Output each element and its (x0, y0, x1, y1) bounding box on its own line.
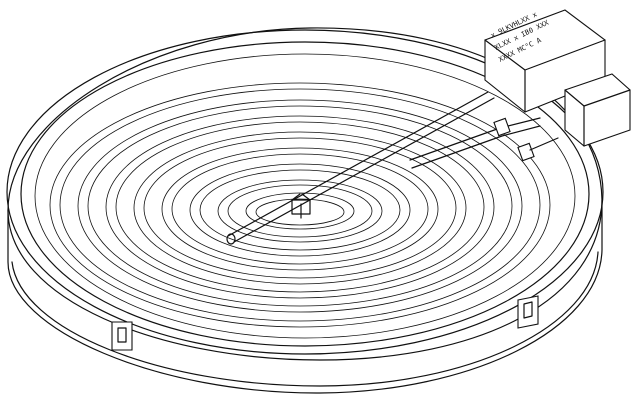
insulation-edge (34, 53, 576, 339)
center-sensor (291, 193, 311, 219)
mounting-clip-left (111, 321, 133, 351)
heating-coil (49, 82, 551, 328)
terminal-leads (409, 117, 559, 169)
rim-outer-ring (6, 29, 604, 355)
mounting-clip-right (517, 295, 539, 329)
pan-top-rim (7, 199, 603, 361)
temperature-limiter-rod (226, 91, 495, 245)
rim-inner-ring (20, 41, 590, 347)
pan-base-edge (11, 251, 599, 387)
thermostat-connector-block (484, 9, 631, 147)
